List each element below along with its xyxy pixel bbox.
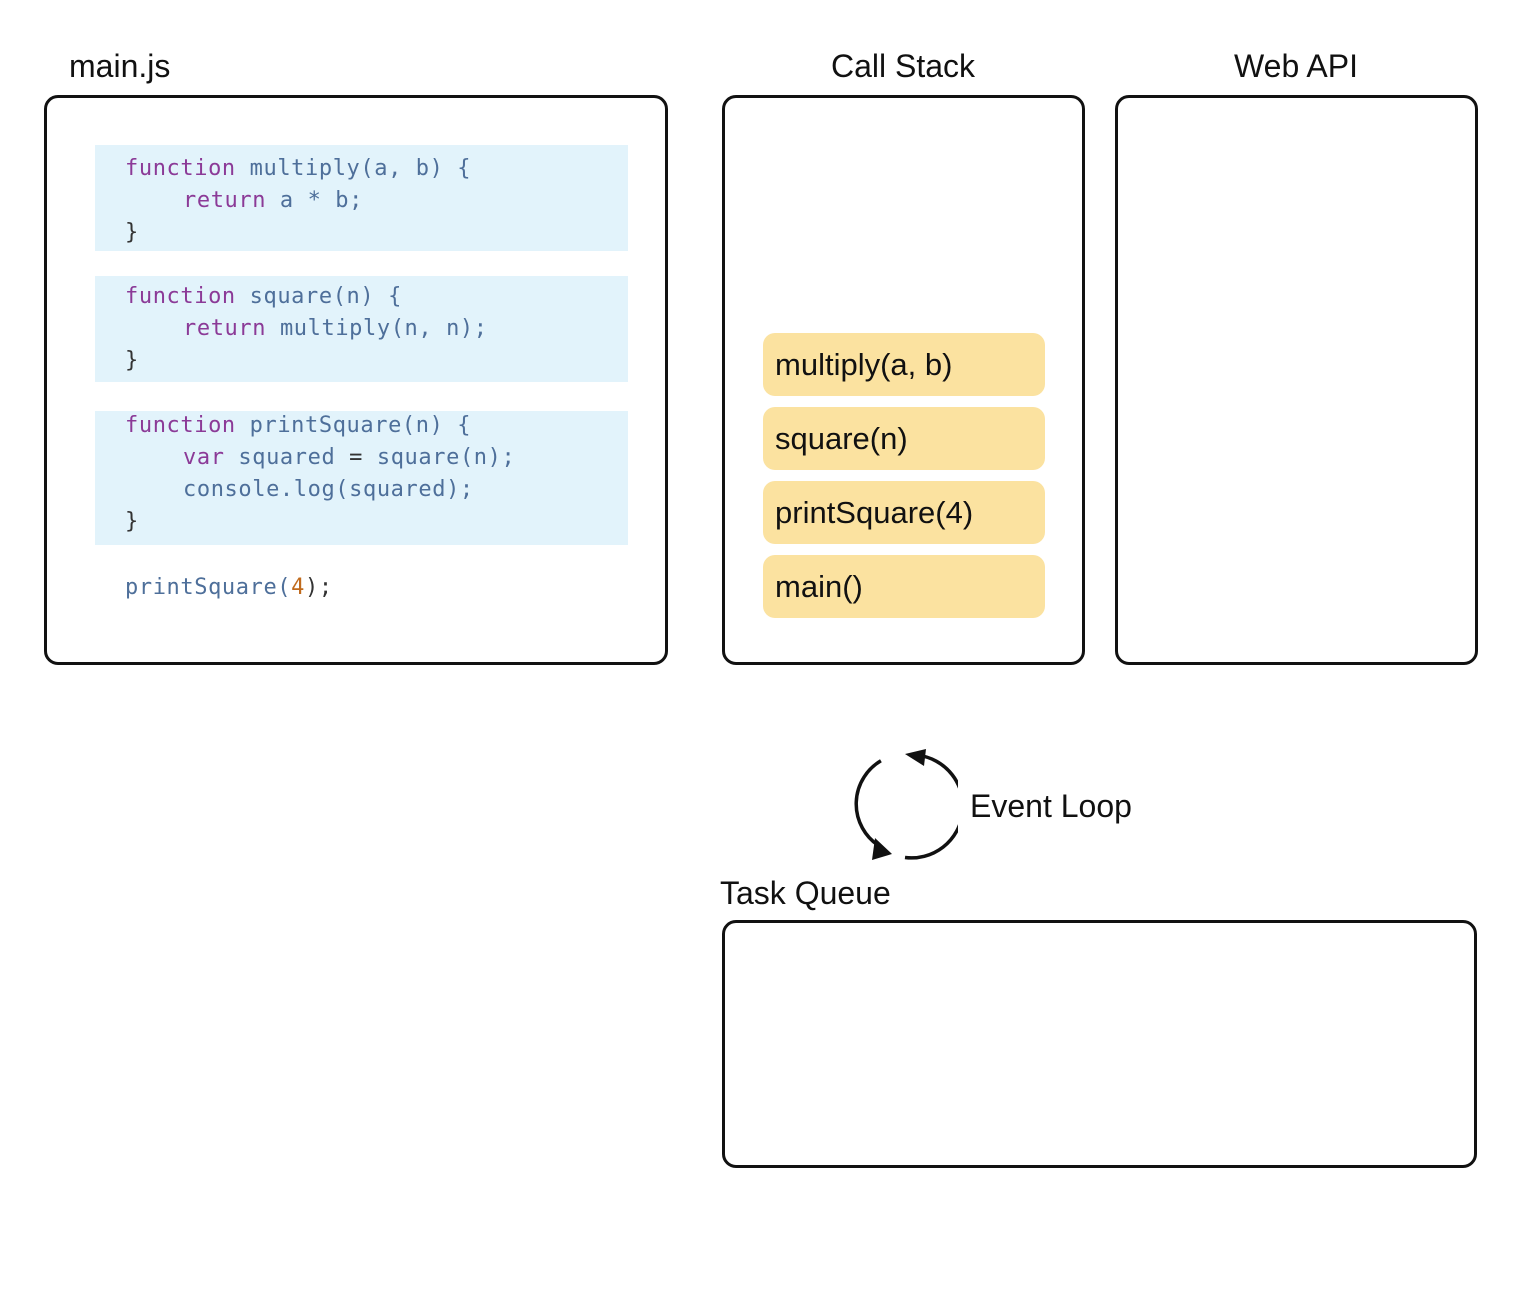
call-stack-panel: multiply(a, b) square(n) printSquare(4) … [722,95,1085,665]
arrowhead-top [905,749,926,766]
stack-frame-main: main() [763,555,1045,618]
square-function-block: function square(n) { return multiply(n, … [95,276,628,382]
code-line: function square(n) { [125,286,402,308]
code-text: a * b; [266,188,363,213]
code-line: function printSquare(n) { [125,415,471,437]
event-loop-label: Event Loop [970,788,1132,824]
code-line: return a * b; [183,190,363,212]
web-api-title: Web API [1234,48,1358,84]
closing-brace: } [125,220,139,245]
function-call: square [363,445,460,470]
keyword: return [183,188,267,213]
code-text: (n, n); [390,316,488,341]
main-js-panel: function multiply(a, b) { return a * b; … [44,95,668,665]
function-name: multiply [249,156,361,181]
function-params: (a, b) { [360,156,472,181]
operator: = [349,445,364,470]
web-api-panel [1115,95,1478,665]
number-literal: 4 [291,575,306,600]
keyword: function [125,413,236,438]
stack-frame-printsquare: printSquare(4) [763,481,1045,544]
task-queue-title: Task Queue [720,875,891,911]
code-text: ( [277,575,292,600]
code-line: console.log(squared); [183,479,474,501]
object-name: console [183,477,280,502]
code-line: var squared = square(n); [183,447,515,469]
code-line: function multiply(a, b) { [125,158,471,180]
function-name: square [249,284,333,309]
function-params: (n) { [332,284,402,309]
event-loop-icon-wrap [838,748,965,868]
stack-frame-multiply: multiply(a, b) [763,333,1045,396]
closing-brace: } [125,348,139,373]
multiply-function-block: function multiply(a, b) { return a * b; … [95,145,628,251]
function-call: printSquare [125,575,278,600]
arrowhead-bottom [872,838,892,860]
printsquare-call: printSquare(4); [125,577,333,599]
keyword: function [125,284,236,309]
loop-arc-left [854,759,882,847]
task-queue-panel [722,920,1477,1168]
stack-frame-square: square(n) [763,407,1045,470]
function-call: multiply [279,316,391,341]
code-text: (n); [459,445,516,470]
keyword: var [183,445,225,470]
variable-name: squared [224,445,350,470]
printsquare-function-block: function printSquare(n) { var squared = … [95,411,628,545]
code-text: ); [305,575,333,600]
function-params: (n) { [401,413,472,438]
function-name: printSquare [249,413,402,438]
main-js-title: main.js [69,48,171,84]
loop-arc-right [904,753,965,860]
code-text: .log(squared); [279,477,474,502]
keyword: return [183,316,267,341]
closing-brace: } [125,509,139,534]
call-stack-title: Call Stack [830,48,976,84]
circular-arrows-icon [854,749,965,860]
keyword: function [125,156,236,181]
code-line: return multiply(n, n); [183,318,488,340]
